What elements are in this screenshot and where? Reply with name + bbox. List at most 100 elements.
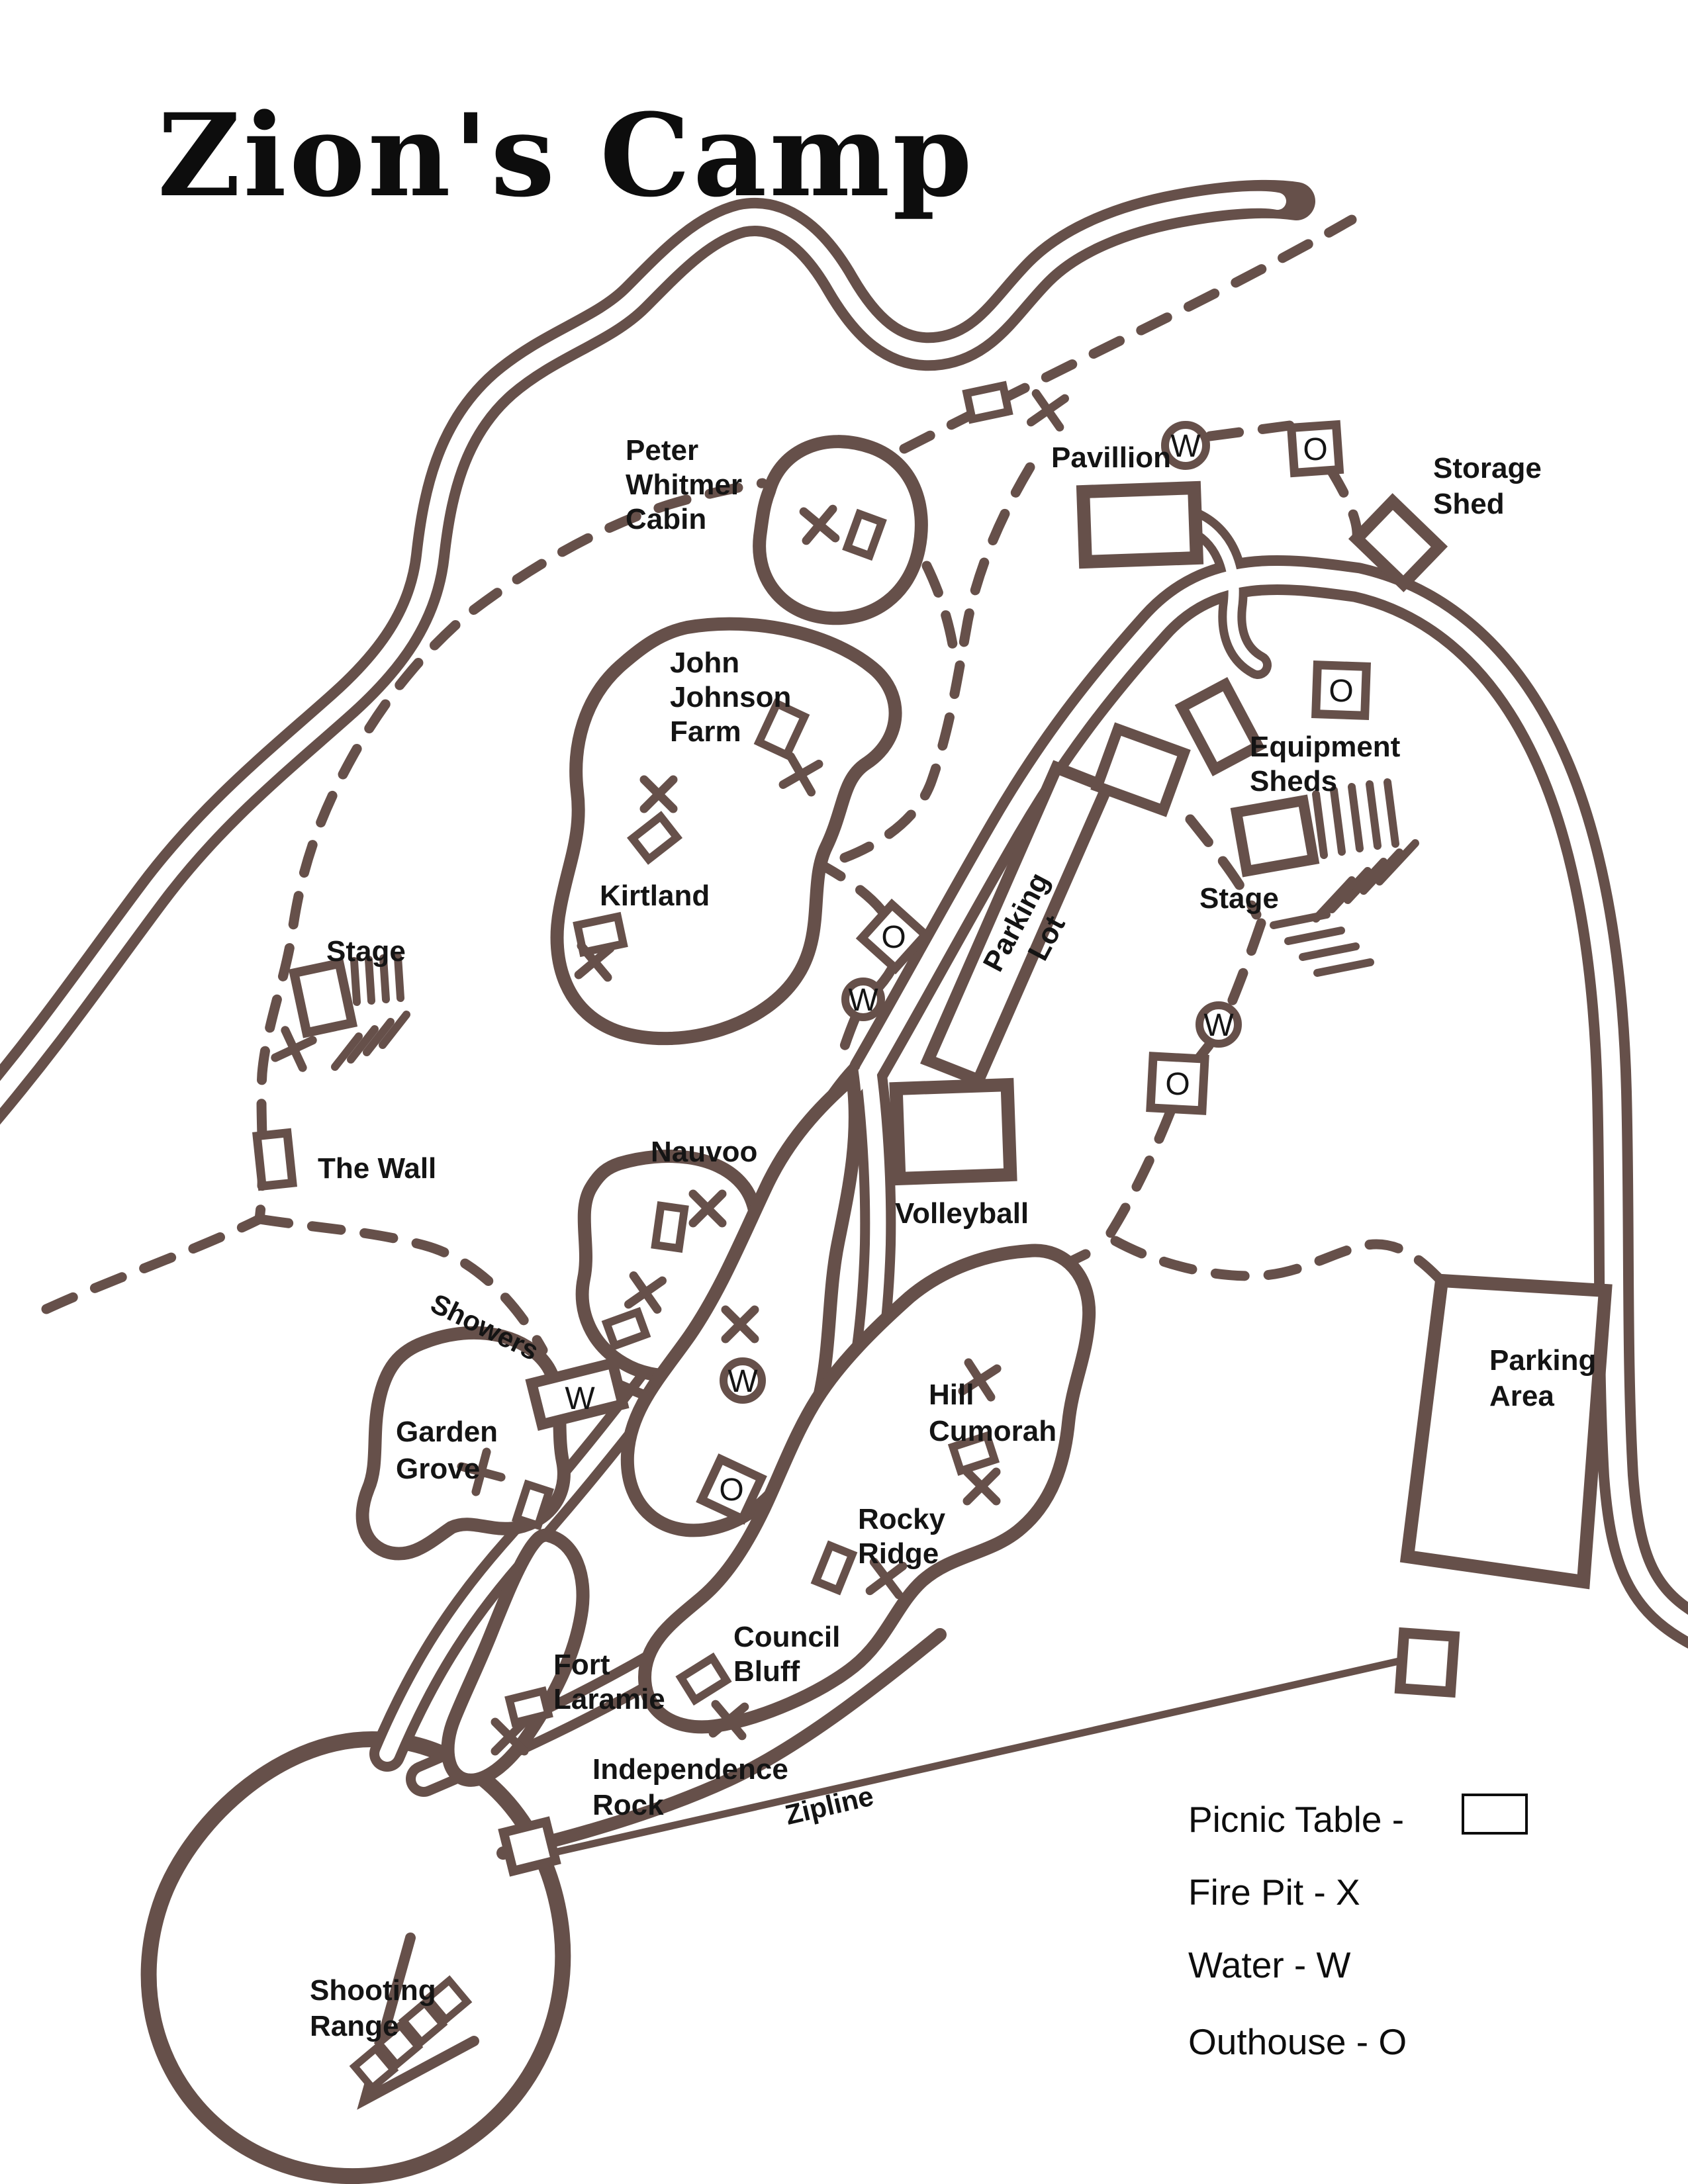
label-nauvoo: Nauvoo <box>651 1136 757 1168</box>
legend-picnic-table-box <box>1462 1794 1528 1835</box>
legend-item-fire-pit: Fire Pit - X <box>1188 1872 1360 1913</box>
zipline-cable <box>550 1656 1406 1857</box>
seating-row <box>365 956 375 1005</box>
fire-pit-icon <box>721 1305 759 1343</box>
label-pavillion: Pavillion <box>1051 441 1171 474</box>
seating-row <box>1366 780 1382 850</box>
water-icon: W <box>1161 421 1210 470</box>
picnic-table-icon <box>962 381 1013 424</box>
seating-row <box>1328 867 1372 913</box>
zipline-platform <box>498 1816 561 1877</box>
picnic-table-icon <box>651 1201 689 1253</box>
water-circle <box>1161 421 1210 470</box>
outhouse-letter: O <box>719 1473 743 1508</box>
fire-pit-icon <box>457 1447 506 1496</box>
seating-row <box>1299 942 1360 961</box>
seating-row <box>394 953 404 1002</box>
label-stage-left: Stage <box>326 935 406 968</box>
water-letter: W <box>727 1364 758 1399</box>
outhouse-square <box>855 898 932 975</box>
label-the-wall: The Wall <box>318 1152 436 1185</box>
seating-row <box>379 1011 410 1049</box>
showers-building <box>525 1357 630 1431</box>
outhouse-icon: O <box>1311 660 1371 720</box>
trail-to-showers <box>254 1214 548 1355</box>
picnic-table-icon <box>842 508 887 561</box>
seating-row <box>350 957 361 1006</box>
outhouse-square <box>1286 420 1344 478</box>
label-stage-right: Stage <box>1199 882 1279 915</box>
fire-pit-icon <box>271 1026 317 1072</box>
seating-row <box>1284 927 1345 945</box>
seating-row <box>1344 858 1387 904</box>
seating-row <box>331 1032 363 1071</box>
seating-row <box>347 1025 379 1064</box>
fire-pit-icon <box>639 775 678 813</box>
picnic-table-icon <box>601 1306 651 1351</box>
outhouse-letter: O <box>1329 674 1353 709</box>
fire-pit-icon <box>865 1557 908 1600</box>
trail-pavillion-to-farm <box>839 462 1035 863</box>
stage-right-platform <box>1230 794 1320 878</box>
fire-pit-icon <box>624 1271 667 1314</box>
picnic-table-icon <box>626 811 683 865</box>
median-island <box>620 1064 862 1537</box>
stage-right-seating-rows <box>1270 778 1419 977</box>
shooting-target <box>398 1997 448 2048</box>
fire-pit-icon <box>491 1717 529 1756</box>
picnic-table-icon <box>810 1540 858 1596</box>
outhouse-icon: O <box>1286 420 1344 478</box>
equipment-shed-building <box>1090 722 1191 817</box>
map-title: Zion's Camp <box>158 88 975 222</box>
outhouse-letter: O <box>1303 432 1327 467</box>
water-circle <box>841 978 885 1021</box>
peter-whitmer-cabin-area <box>753 435 928 625</box>
water-icon: W <box>841 978 885 1021</box>
seating-row <box>1330 786 1346 856</box>
equipment-shed-building <box>1174 677 1266 776</box>
trail-cabin-to-farm <box>921 561 960 662</box>
trail-to-parking-area <box>1110 1236 1446 1285</box>
fire-pit-icon <box>958 1358 1002 1402</box>
legend-item-label: Picnic Table - <box>1188 1799 1404 1840</box>
seating-row <box>1376 839 1419 886</box>
legend: Picnic Table - Fire Pit - X Water - W Outho… <box>1188 1794 1528 2062</box>
pavillion-access-road-surface <box>1188 516 1263 670</box>
legend-item-label: Outhouse - O <box>1188 2021 1407 2062</box>
fire-pit-icon <box>708 1700 749 1741</box>
fire-pit-icon <box>574 941 615 982</box>
legend-item-picnic-table: Picnic Table - <box>1188 1794 1528 1840</box>
trail-pavillion-to-outhouse <box>1205 420 1295 441</box>
river-channel <box>0 191 1286 1109</box>
legend-item-outhouse: Outhouse - O <box>1188 2021 1407 2062</box>
water-letter: W <box>848 983 878 1018</box>
water-circle <box>1196 1001 1242 1048</box>
outhouse-icon: O <box>1146 1052 1209 1115</box>
shooting-target <box>373 2020 424 2070</box>
outhouse-letter: O <box>881 920 906 955</box>
legend-item-water: Water - W <box>1188 1944 1351 1985</box>
fort-laramie-area <box>441 1528 590 1787</box>
seating-row <box>363 1018 395 1056</box>
stage-left-platform <box>288 958 358 1038</box>
label-kirtland: Kirtland <box>600 880 710 912</box>
stage-left-seating-rows <box>331 953 410 1071</box>
seating-row <box>1270 911 1331 929</box>
seating-row <box>1383 778 1399 848</box>
water-circle <box>720 1357 766 1404</box>
shooting-target <box>422 1975 473 2025</box>
picnic-table-icon <box>753 698 810 760</box>
trails-layer <box>41 214 1446 1493</box>
fire-pit-icon <box>778 752 823 797</box>
fire-pit-icon <box>688 1189 727 1228</box>
john-johnson-farm-area <box>550 617 902 1046</box>
shooting-range-structure <box>357 1933 479 2110</box>
